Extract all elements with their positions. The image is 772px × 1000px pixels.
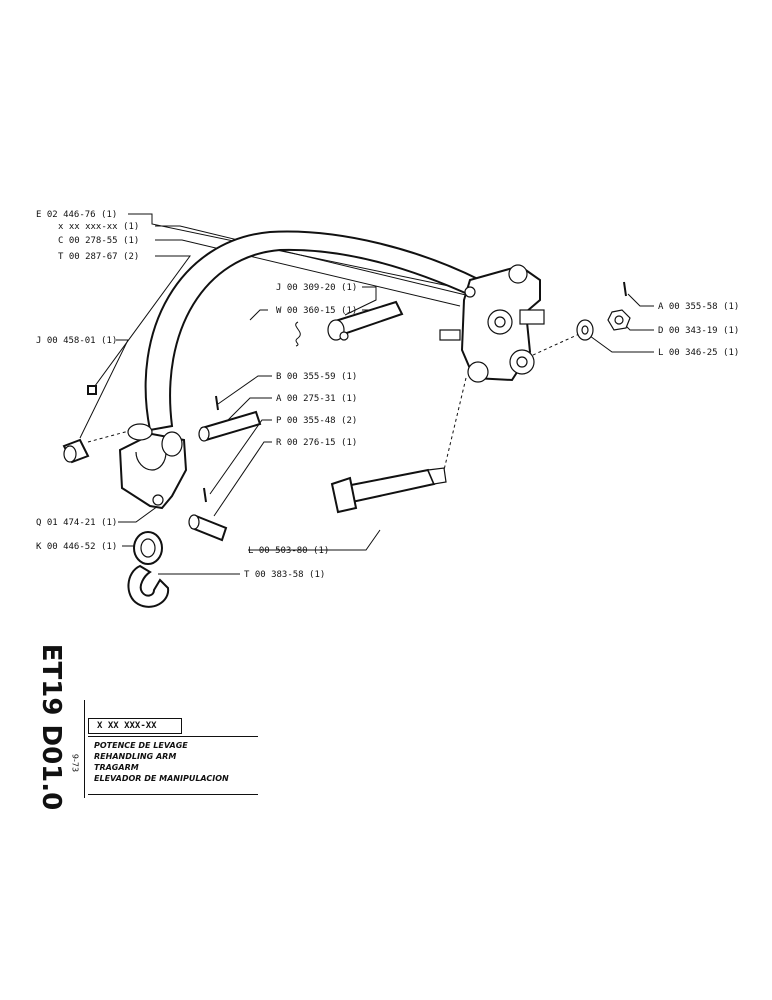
label-a00355-58: A 00 355-58 (1) <box>658 302 739 312</box>
title-bottom-rule <box>88 794 258 795</box>
reference-number: X XX XXX-XX <box>97 721 157 731</box>
label-d00343: D 00 343-19 (1) <box>658 326 739 336</box>
label-t00287: T 00 287-67 (2) <box>58 252 139 262</box>
title-english: REHANDLING ARM <box>94 752 177 761</box>
bracket-assembly <box>439 264 545 383</box>
title-divider <box>84 700 85 798</box>
pin-j00458 <box>87 385 97 395</box>
label-q01474: Q 01 474-21 (1) <box>36 518 117 528</box>
label-l00503: L 00 503-80 (1) <box>248 546 329 556</box>
label-k00446: K 00 446-52 (1) <box>36 542 117 552</box>
label-t00383: T 00 383-58 (1) <box>244 570 325 580</box>
drawing-code-text: ET19 D01.0 <box>36 643 66 811</box>
pin-j00309 <box>327 300 404 341</box>
label-b00355: B 00 355-59 (1) <box>276 372 357 382</box>
pin-a00275 <box>198 410 262 442</box>
hook-t00383 <box>127 564 170 608</box>
cotter-pin-r00276 <box>203 487 207 503</box>
label-j00309: J 00 309-20 (1) <box>276 283 357 293</box>
washer-l00346 <box>576 319 594 341</box>
shaft-l00503 <box>330 467 447 514</box>
title-rule <box>88 736 258 737</box>
cotter-pin-a00355 <box>623 281 627 297</box>
nut-d00343 <box>607 309 631 331</box>
label-j00458: J 00 458-01 (1) <box>36 336 117 346</box>
label-r00276: R 00 276-15 (1) <box>276 438 357 448</box>
label-p00355: P 00 355-48 (2) <box>276 416 357 426</box>
shackle-k00446 <box>133 531 163 565</box>
title-block: X XX XXX-XX POTENCE DE LEVAGE REHANDLING… <box>88 718 258 796</box>
label-w00360: W 00 360-15 (1) <box>276 306 357 316</box>
pin-p00355 <box>188 514 228 542</box>
drawing-date: 9-73 <box>68 748 82 778</box>
label-l00346: L 00 346-25 (1) <box>658 348 739 358</box>
title-french: POTENCE DE LEVAGE <box>94 741 188 750</box>
label-xref: x xx xxx-xx (1) <box>58 222 139 232</box>
part-labels: E 02 446-76 (1) x xx xxx-xx (1) C 00 278… <box>36 210 739 580</box>
leader-lines <box>79 213 654 575</box>
title-names: POTENCE DE LEVAGE REHANDLING ARM TRAGARM… <box>94 740 229 784</box>
label-c00278: C 00 278-55 (1) <box>58 236 139 246</box>
bushing-t00287 <box>62 438 90 464</box>
title-german: TRAGARM <box>94 763 139 772</box>
clevis-q01474 <box>118 423 188 510</box>
spring-clip-w00360 <box>295 321 301 347</box>
cotter-pin-b00355 <box>215 395 219 411</box>
drawing-date-text: 9-73 <box>70 753 80 773</box>
label-e02446: E 02 446-76 (1) <box>36 210 117 220</box>
title-spanish: ELEVADOR DE MANIPULACION <box>94 774 229 783</box>
label-a00275: A 00 275-31 (1) <box>276 394 357 404</box>
reference-box: X XX XXX-XX <box>88 718 182 734</box>
